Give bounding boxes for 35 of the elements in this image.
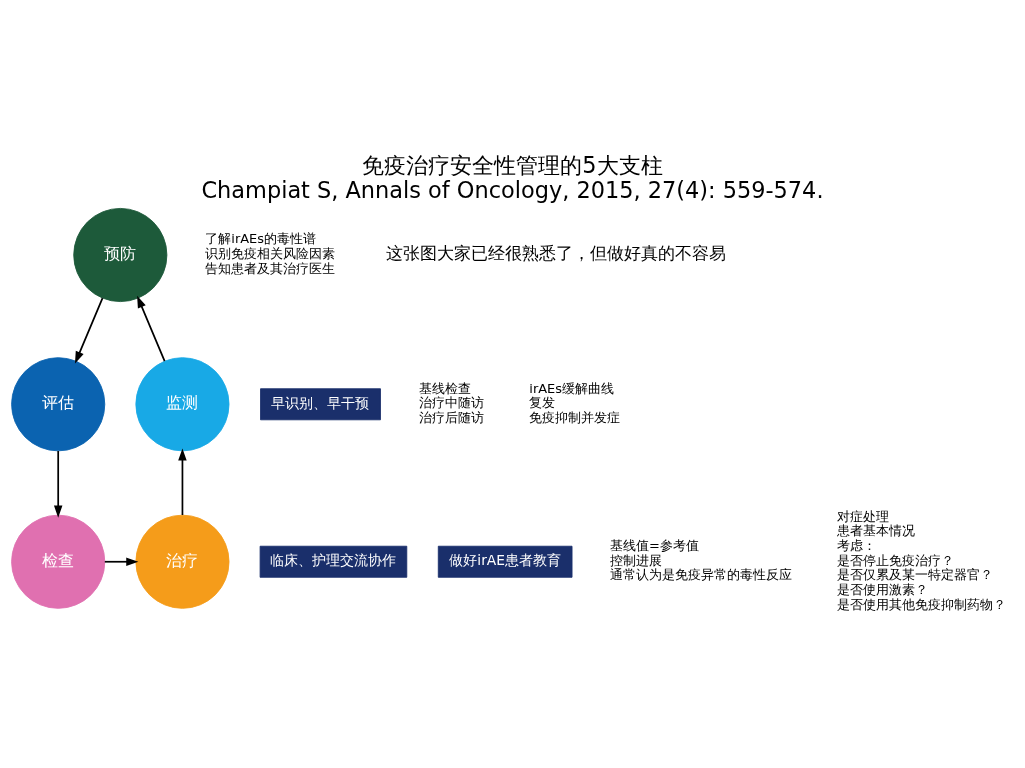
- node-circle: 监测: [135, 357, 230, 452]
- node-circle: 治疗: [135, 514, 230, 609]
- node-label: 考虑：: [837, 538, 877, 554]
- caption: Champiat S, Annals of Oncology, 2015, 27(4): 559-574.: [201, 176, 824, 203]
- node-label: 是否仅累及某一特定器官？: [837, 567, 994, 583]
- arrow: [137, 295, 166, 362]
- node-label: 对症处理: [837, 508, 890, 524]
- arrow: [75, 297, 104, 364]
- node-box: 临床、护理交流协作: [259, 545, 408, 578]
- node-circle: 检查: [11, 514, 106, 609]
- node-label: 了解irAEs的毒性谱: [205, 231, 316, 247]
- node-label: 控制进展: [610, 552, 663, 568]
- node-label: 患者基本情况: [837, 523, 916, 539]
- node-circle: 预防: [73, 207, 168, 302]
- node-label: 复发: [529, 395, 556, 411]
- node-label: 告知患者及其治疗医生: [205, 260, 336, 276]
- node-label: 是否停止免疫治疗？: [837, 552, 955, 568]
- arrow: [103, 557, 139, 566]
- node-label: 是否使用激素？: [837, 582, 929, 598]
- node-label: 通常认为是免疫异常的毒性反应: [610, 567, 793, 583]
- node-box: 早识别、早干预: [260, 388, 381, 421]
- node-label: 免疫抑制并发症: [529, 409, 621, 425]
- node-box: 做好irAE患者教育: [437, 545, 573, 578]
- node-label: 基线检查: [418, 380, 471, 396]
- node-label: 治疗中随访: [418, 395, 484, 411]
- label: 这张图大家已经很熟悉了，但做好真的不容易: [386, 243, 727, 264]
- node-label: irAEs缓解曲线: [529, 380, 615, 396]
- diagram-title: 免疫治疗安全性管理的5大支柱: [362, 151, 663, 178]
- node-label: 治疗后随访: [418, 409, 484, 425]
- node-label: 识别免疫相关风险因素: [205, 246, 336, 262]
- node-label: 是否使用其他免疫抑制药物？: [837, 596, 1007, 612]
- node-circle: 评估: [11, 357, 106, 452]
- arrow: [178, 448, 187, 516]
- arrow: [53, 450, 63, 518]
- node-label: 基线值=参考值: [610, 538, 699, 554]
